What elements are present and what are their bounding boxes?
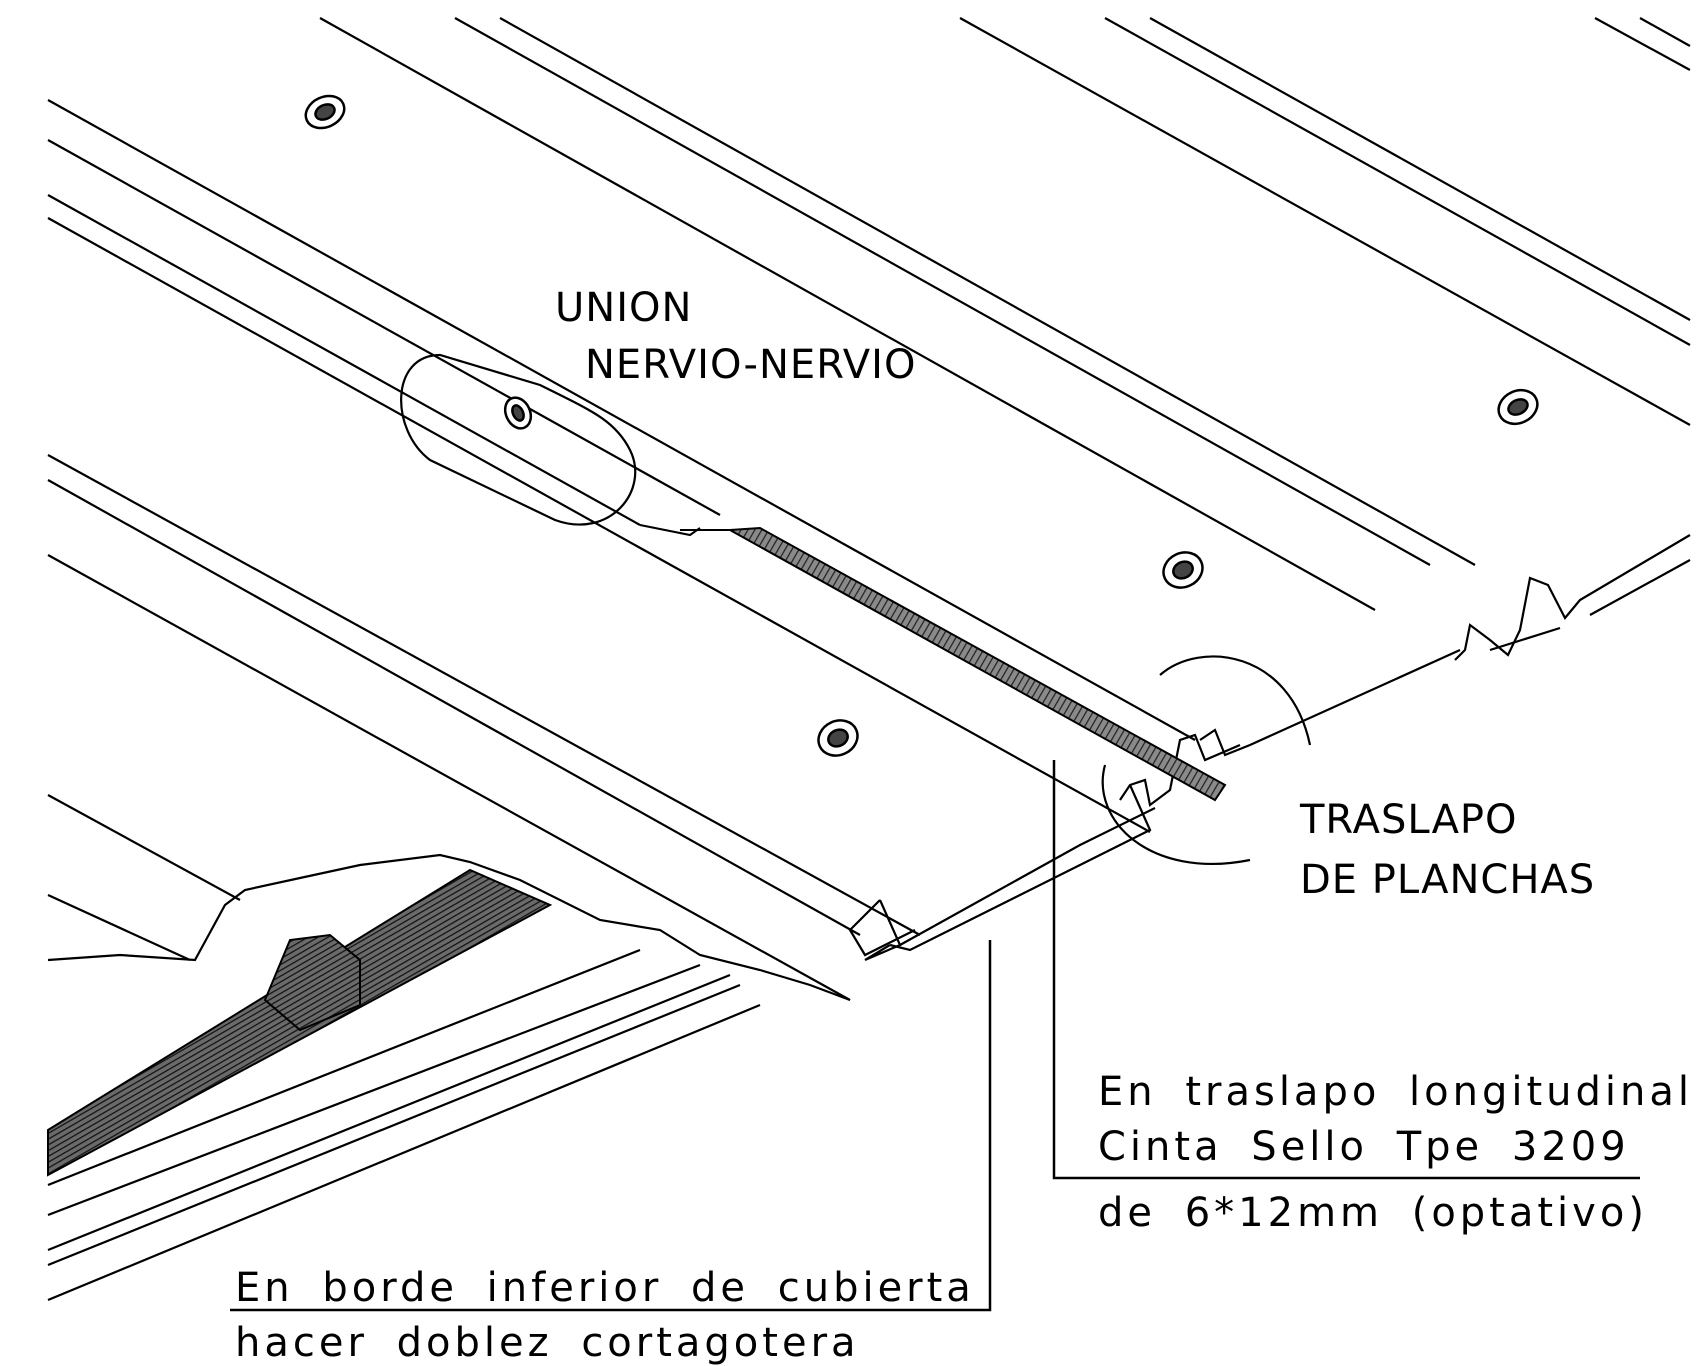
label-union: UNION bbox=[555, 285, 693, 331]
eave-section bbox=[47, 853, 851, 1302]
rib-profiles bbox=[848, 534, 1691, 962]
note-longitudinal-line3: de 6*12mm (optativo) bbox=[1098, 1190, 1648, 1236]
main-sheet-lines bbox=[47, 99, 1196, 1001]
label-de-planchas: DE PLANCHAS bbox=[1300, 857, 1596, 903]
note-borde-line1: En borde inferior de cubierta bbox=[235, 1265, 975, 1311]
overlap-seal-tape bbox=[726, 526, 1227, 802]
traslapo-highlight-arc-top bbox=[1159, 655, 1312, 746]
label-nervio-nervio: NERVIO-NERVIO bbox=[585, 342, 917, 388]
traslapo-highlight-arc-bottom bbox=[1101, 764, 1251, 866]
upper-panel-lines bbox=[319, 17, 1691, 611]
note-longitudinal-line2: Cinta Sello Tpe 3209 bbox=[1098, 1124, 1630, 1170]
leader-lines bbox=[230, 760, 1640, 1312]
eave-seal-bump bbox=[263, 933, 361, 1032]
union-highlight-oval bbox=[400, 353, 637, 526]
note-longitudinal-line1: En traslapo longitudinal bbox=[1098, 1069, 1693, 1115]
note-borde-line2: hacer doblez cortagotera bbox=[235, 1320, 860, 1366]
label-traslapo: TRASLAPO bbox=[1300, 797, 1518, 843]
screw-icon bbox=[304, 94, 1539, 757]
